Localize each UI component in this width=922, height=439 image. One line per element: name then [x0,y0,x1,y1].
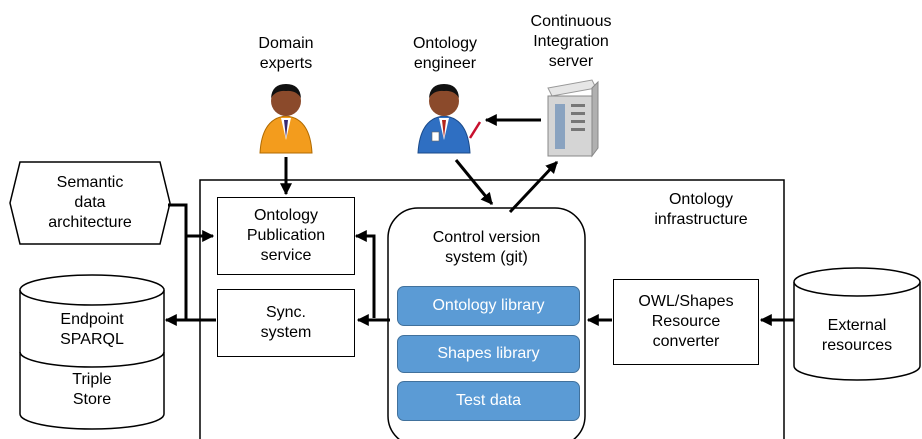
arrow-git-to-server [508,160,559,214]
domain-experts-label: Domain experts [258,35,314,72]
ci-server-label: Continuous Integration server [530,13,612,70]
endpoint-sparql-label: Endpoint SPARQL [60,311,124,348]
semantic-data-architecture-label: Semantic data architecture [48,174,132,231]
triple-store-label: Triple Store [72,371,112,408]
ontology-engineer-person-icon [417,84,482,154]
ontology-infrastructure-label: Ontology infrastructure [654,191,748,228]
publication-service-box: Ontology Publication service [217,197,355,275]
sync-system-box: Sync. system [217,289,355,357]
arrow-semantic-to-publication [168,203,215,242]
arrow-engineer-to-git [454,159,494,205]
infrastructure-frame [199,179,785,439]
ci-server-icon [547,79,599,158]
semantic-architecture-shape [9,161,171,245]
ontology-library-block: Ontology library [397,286,580,326]
shapes-library-block: Shapes library [397,335,580,373]
domain-expert-person-icon [259,84,313,154]
converter-box: OWL/Shapes Resource converter [613,279,759,365]
external-resources-cylinder [793,267,921,381]
arrow-git-to-publication [354,230,376,318]
test-data-block: Test data [397,381,580,421]
triple-store-cylinder [19,274,165,430]
external-resources-label: External resources [821,317,893,354]
control-version-title: Control version system (git) [432,229,541,266]
ontology-engineer-label: Ontology engineer [412,35,478,72]
